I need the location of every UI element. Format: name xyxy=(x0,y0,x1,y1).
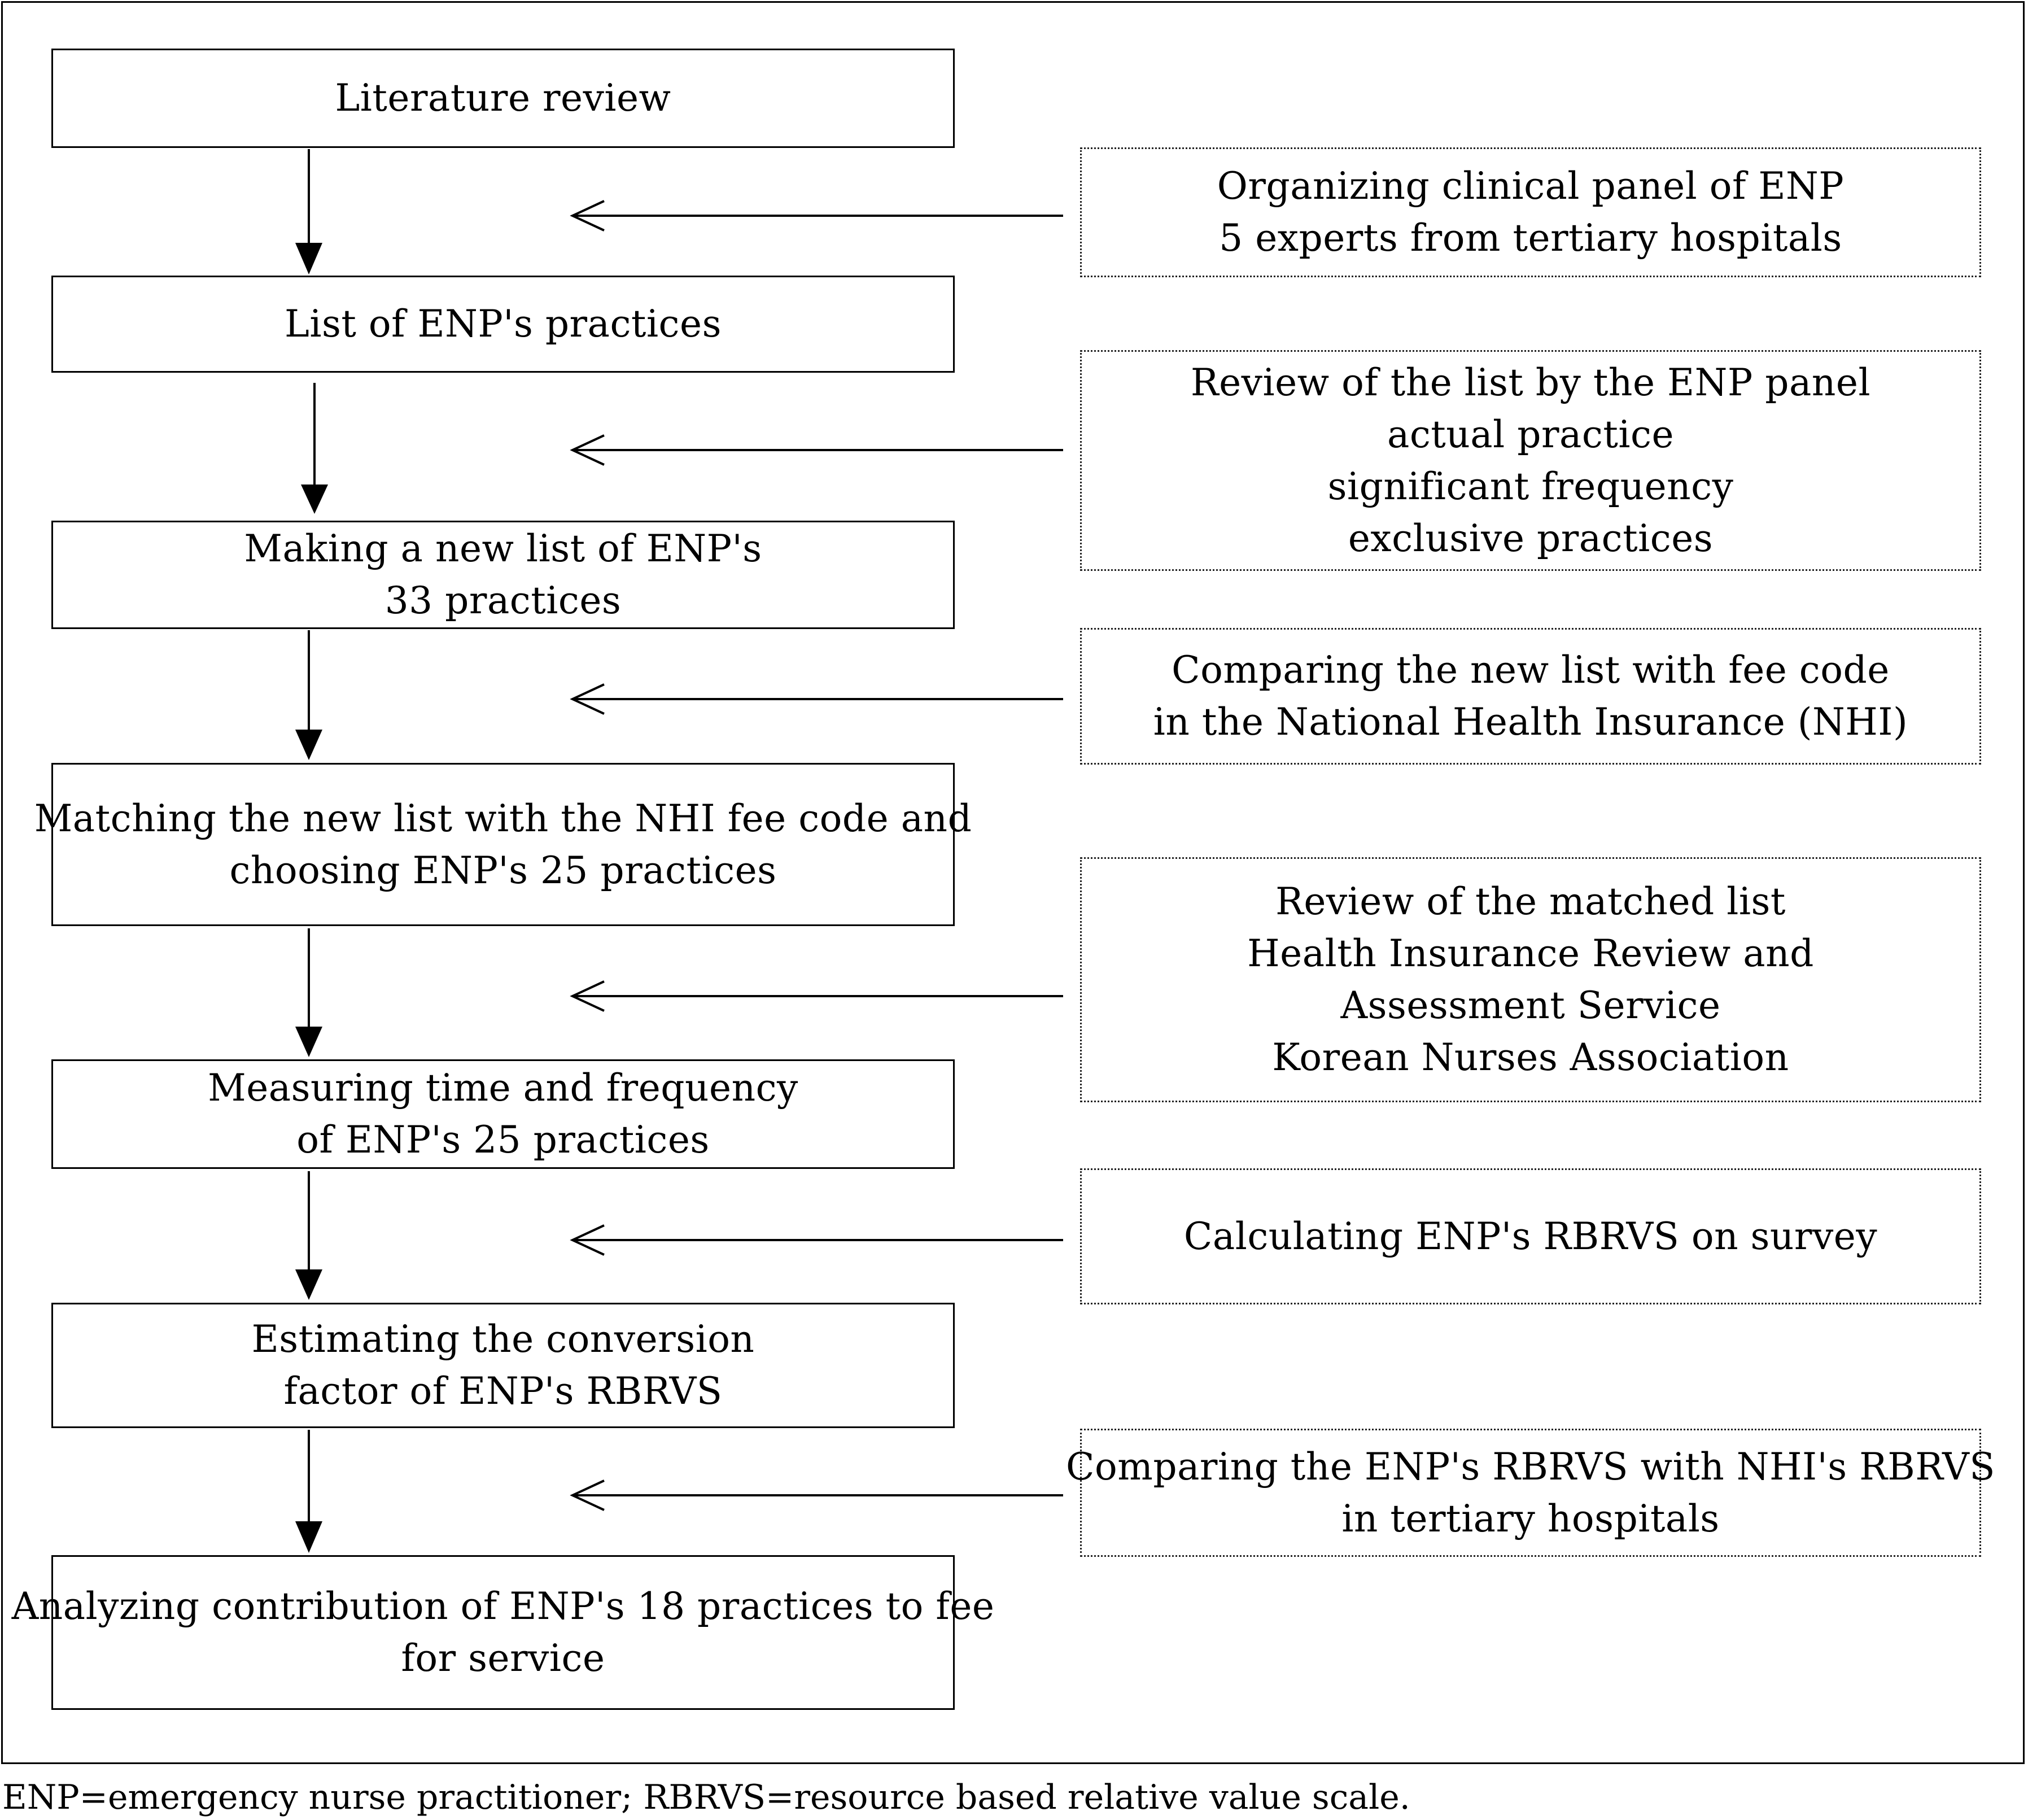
step-line: Analyzing contribution of ENP's 18 pract… xyxy=(11,1585,995,1628)
note-line: Comparing the new list with fee code xyxy=(1172,648,1890,692)
step-analyzing-contribution: Analyzing contribution of ENP's 18 pract… xyxy=(12,1555,994,1710)
note-calculating-rbrvs: Calculating ENP's RBRVS on survey xyxy=(1080,1168,1981,1304)
note-compare-rbrvs: Comparing the ENP's RBRVS with NHI's RBR… xyxy=(1066,1429,1995,1557)
down-arrow-1 xyxy=(295,149,322,274)
note-compare-fee-code: Comparing the new list with fee code in … xyxy=(1080,628,1981,765)
step-line: for service xyxy=(401,1636,605,1680)
note-line: Comparing the ENP's RBRVS with NHI's RBR… xyxy=(1066,1444,1995,1489)
note-line: Assessment Service xyxy=(1340,984,1721,1027)
note-review-list: Review of the list by the ENP panel actu… xyxy=(1080,350,1981,571)
left-arrow-3 xyxy=(570,683,1063,715)
note-line: exclusive practices xyxy=(1348,516,1714,560)
note-line: Organizing clinical panel of ENP xyxy=(1217,164,1845,208)
step-new-list: Making a new list of ENP's 33 practices xyxy=(51,521,955,629)
step-matching-nhi: Matching the new list with the NHI fee c… xyxy=(34,763,972,926)
note-line: Calculating ENP's RBRVS on survey xyxy=(1183,1214,1878,1258)
note-line: Health Insurance Review and xyxy=(1247,932,1814,975)
step-line: Measuring time and frequency xyxy=(208,1066,798,1110)
note-clinical-panel: Organizing clinical panel of ENP 5 exper… xyxy=(1080,147,1981,277)
note-line: Korean Nurses Association xyxy=(1272,1036,1789,1079)
step-estimating-conversion: Estimating the conversion factor of ENP'… xyxy=(51,1303,955,1428)
note-line: Review of the matched list xyxy=(1275,880,1786,923)
left-arrow-2 xyxy=(570,434,1063,466)
step-line: Matching the new list with the NHI fee c… xyxy=(34,796,972,840)
step-line: List of ENP's practices xyxy=(285,302,722,346)
down-arrow-2 xyxy=(301,383,328,514)
note-line: Review of the list by the ENP panel xyxy=(1190,360,1871,404)
left-arrow-1 xyxy=(570,200,1063,232)
note-line: in tertiary hospitals xyxy=(1341,1496,1720,1540)
note-line: significant frequency xyxy=(1327,464,1734,508)
step-list-of-practices: List of ENP's practices xyxy=(51,276,955,373)
step-line: of ENP's 25 practices xyxy=(296,1118,710,1162)
note-line: in the National Health Insurance (NHI) xyxy=(1153,700,1908,744)
step-line: factor of ENP's RBRVS xyxy=(283,1369,723,1413)
left-arrow-4 xyxy=(570,980,1063,1012)
step-line: Making a new list of ENP's xyxy=(244,527,762,570)
down-arrow-3 xyxy=(295,630,322,760)
note-line: actual practice xyxy=(1387,412,1675,456)
down-arrow-5 xyxy=(295,1171,322,1300)
footnote: ENP=emergency nurse practitioner; RBRVS=… xyxy=(2,1778,1410,1817)
step-line: choosing ENP's 25 practices xyxy=(229,848,777,892)
note-line: 5 experts from tertiary hospitals xyxy=(1219,216,1842,260)
diagram-frame xyxy=(1,1,2025,1764)
note-review-matched: Review of the matched list Health Insura… xyxy=(1080,857,1981,1102)
step-measuring-time: Measuring time and frequency of ENP's 25… xyxy=(51,1059,955,1169)
step-line: Estimating the conversion xyxy=(251,1317,755,1361)
step-line: 33 practices xyxy=(384,579,622,622)
left-arrow-5 xyxy=(570,1224,1063,1256)
down-arrow-4 xyxy=(295,928,322,1057)
step-literature-review: Literature review xyxy=(51,49,955,148)
left-arrow-6 xyxy=(570,1479,1063,1511)
step-line: Literature review xyxy=(335,76,671,120)
down-arrow-6 xyxy=(295,1430,322,1553)
